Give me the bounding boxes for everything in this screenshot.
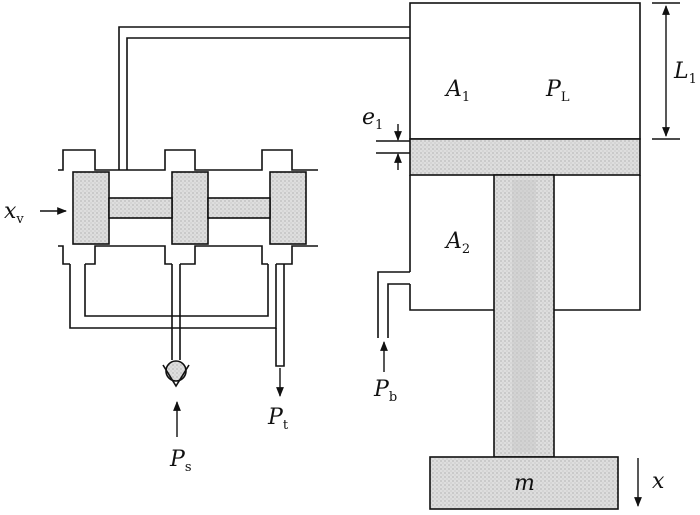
- spool-land-left: [72, 171, 110, 245]
- control-line-a: [118, 26, 412, 170]
- spool-stem-left: [108, 197, 173, 219]
- label-pt: Pt: [267, 405, 289, 433]
- labels: xv Ps Pt Pb A1 PL A2 L1 e1 m x: [4, 59, 697, 496]
- label-ps: Ps: [169, 447, 191, 475]
- piston-rod-core: [512, 180, 536, 452]
- cylinder-lower-chamber: [409, 175, 641, 311]
- return-line-inner: [84, 264, 269, 317]
- load-mass: [429, 456, 619, 510]
- valve-body-top: [58, 149, 318, 171]
- tank-line: [275, 264, 285, 367]
- lower-port-line: [377, 271, 410, 338]
- label-x: x: [652, 469, 665, 494]
- supply-line: [171, 264, 181, 360]
- hydraulic-cylinder: [377, 2, 641, 510]
- spool-valve: [58, 26, 412, 388]
- valve-body-bottom: [58, 245, 318, 265]
- piston: [409, 138, 641, 176]
- return-line-outer: [69, 264, 277, 329]
- cylinder-upper-chamber: [409, 2, 641, 140]
- label-pb: Pb: [373, 377, 397, 405]
- label-m: m: [514, 471, 535, 496]
- supply-check-valve-icon: [165, 360, 187, 382]
- label-a2: A2: [444, 229, 470, 257]
- label-pl: PL: [545, 77, 570, 105]
- label-a1: A1: [444, 77, 470, 105]
- label-l1: L1: [673, 59, 697, 87]
- spool-land-middle: [171, 171, 209, 245]
- annotations: [40, 2, 680, 507]
- label-xv: xv: [4, 199, 24, 227]
- control-line-b: [126, 37, 412, 170]
- supply-check-cone-icon: [162, 364, 190, 388]
- label-e1: e1: [362, 105, 383, 133]
- spool-stem-right: [207, 197, 271, 219]
- spool-land-right: [269, 171, 307, 245]
